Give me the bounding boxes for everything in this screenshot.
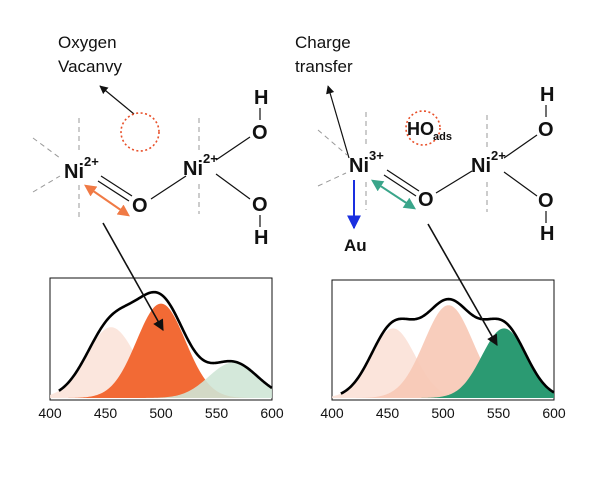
right-bottom-oxygen: O bbox=[538, 190, 554, 212]
x-tick-label: 450 bbox=[376, 405, 400, 421]
x-tick-label: 400 bbox=[38, 405, 62, 421]
ni2-charge: 2+ bbox=[203, 151, 218, 166]
right-top-hydrogen: H bbox=[540, 84, 554, 106]
right-structure: Charge transfer HO ads Ni 3+ O Au Ni 2+ … bbox=[295, 33, 554, 255]
ni2-symbol: Ni bbox=[183, 158, 203, 180]
right-bottom-hydrogen: H bbox=[540, 223, 554, 245]
x-tick-label: 600 bbox=[260, 405, 284, 421]
component-peak-2 bbox=[50, 303, 272, 398]
ni3-charge: 3+ bbox=[369, 148, 384, 163]
left-to-chart-arrow bbox=[102, 222, 164, 331]
charge-caption-line2: transfer bbox=[295, 57, 353, 76]
o-ni2-bond bbox=[150, 175, 187, 200]
component-peak-2 bbox=[332, 305, 554, 398]
right-o-ni2-bond bbox=[435, 170, 473, 194]
green-bond-arrow bbox=[370, 179, 417, 210]
right-oh-top-bond bbox=[503, 134, 538, 159]
right-ni2-charge: 2+ bbox=[491, 148, 506, 163]
ni1-coordination-bonds bbox=[32, 118, 80, 218]
x-tick-label: 500 bbox=[149, 405, 173, 421]
x-tick-label: 550 bbox=[487, 405, 511, 421]
ni3-coordination-bonds bbox=[317, 112, 367, 210]
orange-bond-arrow bbox=[84, 184, 130, 217]
top-hydrogen: H bbox=[254, 87, 268, 109]
left-spectrum-chart: 400 450 500 550 600 bbox=[38, 277, 284, 421]
bottom-hydrogen: H bbox=[254, 227, 268, 249]
ni1-charge: 2+ bbox=[84, 154, 99, 169]
component-peak-1 bbox=[332, 328, 554, 398]
right-to-chart-arrow bbox=[427, 223, 498, 346]
au-label: Au bbox=[344, 236, 367, 255]
x-tick-label: 450 bbox=[94, 405, 118, 421]
bridge-oxygen: O bbox=[132, 195, 148, 217]
vacancy-pointer-arrow bbox=[99, 85, 135, 115]
bottom-oxygen: O bbox=[252, 194, 268, 216]
top-oxygen: O bbox=[252, 122, 268, 144]
right-ni2-symbol: Ni bbox=[471, 155, 491, 177]
x-tick-label: 400 bbox=[320, 405, 344, 421]
x-tick-label: 500 bbox=[431, 405, 455, 421]
ni3-symbol: Ni bbox=[349, 155, 369, 177]
oxygen-vacancy-circle bbox=[120, 112, 160, 152]
right-bridge-oxygen: O bbox=[418, 189, 434, 211]
right-top-oxygen: O bbox=[538, 119, 554, 141]
right-oh-bottom-bond bbox=[503, 171, 538, 197]
right-spectrum-chart: 400 450 500 550 600 bbox=[320, 279, 566, 421]
component-peak-1 bbox=[50, 327, 272, 398]
hoads-base: HO bbox=[407, 119, 434, 139]
component-peak-3 bbox=[50, 362, 272, 398]
ni2-oh-bottom-bond bbox=[215, 173, 251, 200]
hoads-circle bbox=[405, 110, 441, 146]
x-tick-label: 550 bbox=[205, 405, 229, 421]
left-structure: Oxygen Vacanvy Ni 2+ O Ni 2+ H bbox=[32, 33, 268, 249]
ni2-oh-top-bond bbox=[215, 136, 251, 161]
oxygen-caption-line1: Oxygen bbox=[58, 33, 117, 52]
component-peak-3 bbox=[332, 328, 554, 398]
oxygen-caption-line2: Vacanvy bbox=[58, 57, 122, 76]
hoads-subscript: ads bbox=[433, 131, 452, 143]
x-tick-label: 600 bbox=[542, 405, 566, 421]
ni1-symbol: Ni bbox=[64, 161, 84, 183]
charge-transfer-pointer-arrow bbox=[326, 85, 350, 159]
right-envelope-curve bbox=[340, 297, 555, 395]
left-envelope-curve bbox=[58, 290, 273, 392]
charge-caption-line1: Charge bbox=[295, 33, 351, 52]
